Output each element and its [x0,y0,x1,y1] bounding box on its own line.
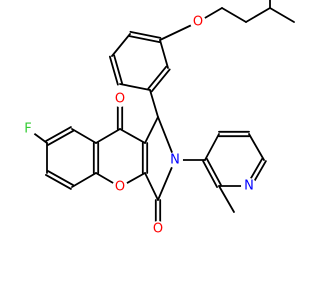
double-bond-py1-py2-second [206,158,222,186]
atom-label-background [167,152,183,168]
atom-label-background [241,178,257,194]
double-bond-ph3-ph4-second [129,30,162,39]
double-bond-ba6-ba1-second [45,126,72,142]
single-bond-py4-py5 [248,133,265,161]
single-bond-ba1-ba2 [71,128,97,144]
atom-label-o-ketone: O [115,92,125,107]
single-bond-c1-ph1 [149,89,159,118]
molecule-structure-diagram: F O O O O N N [20,0,295,237]
atom-label-background [150,221,166,237]
single-bond-ch1-ch2 [221,7,247,23]
double-bond-py1-py2-second [202,160,218,188]
atom-label-background [20,121,36,137]
atom-label-o-ring: O [115,180,125,195]
atom-label-o-lactam: O [153,222,163,237]
single-bond-ch2-ch3 [245,7,271,23]
single-bond-ch3-me1 [269,7,295,23]
atom-label-n-pyridine: N [244,179,254,194]
double-bond-ba6-ba1-second [47,130,74,146]
single-bond-c3-c9a [144,172,159,201]
double-bond-ba4-ba5-second [47,170,74,186]
single-bond-c9-c3a [119,128,146,144]
double-bond-ba4-ba5-second [45,174,72,190]
single-bond-c3a-c1 [144,116,159,144]
single-bond-ba2-c9 [95,128,121,144]
double-bond-ph1-ph2-second [150,68,171,93]
atom-label-f: F [24,122,31,137]
double-bond-ph5-ph6-second [108,55,119,86]
atom-label-o-ether: O [193,15,203,30]
single-bond-py2-pyme [218,185,235,213]
atom-label-n-lactam: N [170,153,180,168]
atom-label-background [112,179,128,195]
single-bond-ba3-ba4 [71,172,97,188]
atom-label-background [190,14,206,30]
double-bond-ph5-ph6-second [113,54,124,85]
double-bond-ph1-ph2-second [147,65,168,90]
double-bond-ph3-ph4-second [128,35,161,44]
bond-layer [27,0,295,230]
single-bond-ph6-ph1 [119,83,151,91]
single-bond-ph4-ph5 [111,33,131,57]
single-bond-ph2-ph3 [159,39,169,69]
single-bond-py6-py1 [204,133,220,161]
atom-label-background [112,91,128,107]
atom-label-layer: F O O O O N N [20,14,257,237]
